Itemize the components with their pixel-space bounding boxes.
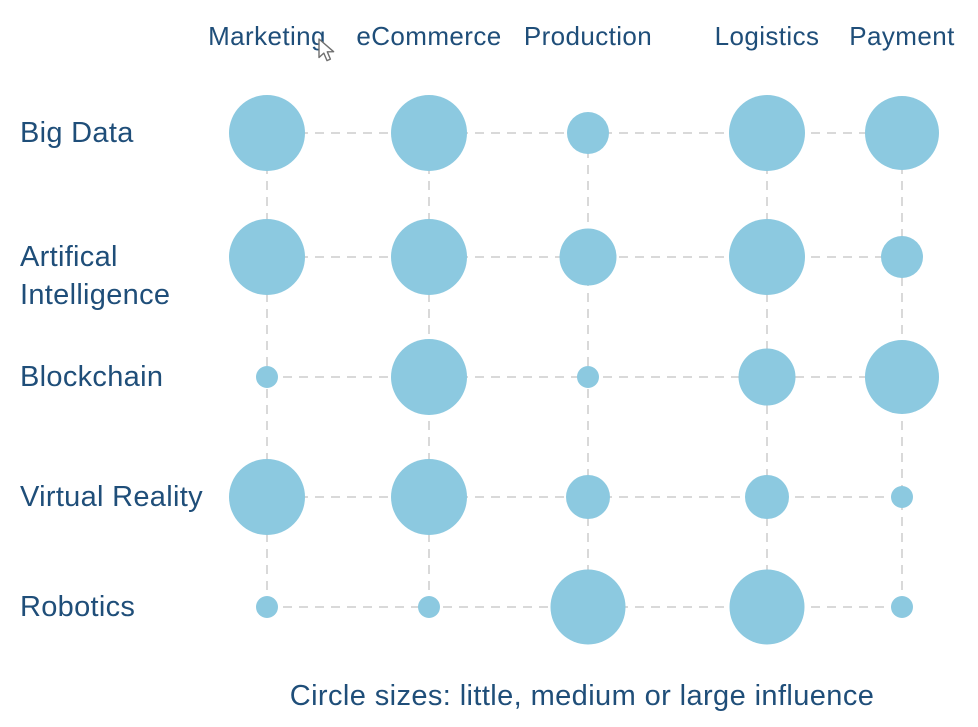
column-header-payment: Payment <box>849 21 955 51</box>
bubble-robotics-logistics <box>729 569 805 645</box>
bubble-artifical-intelligence-ecommerce <box>391 219 467 295</box>
row-label-robotics: Robotics <box>20 591 136 623</box>
bubble-blockchain-logistics <box>738 348 796 406</box>
bubble-robotics-marketing <box>256 596 278 618</box>
row-label-big-data: Big Data <box>20 117 134 149</box>
bubble-big-data-marketing <box>229 95 305 171</box>
bubble-robotics-production <box>550 569 626 645</box>
mouse-cursor-icon <box>316 38 336 62</box>
bubble-big-data-logistics <box>729 95 805 171</box>
row-label-artifical-intelligence: Artifical Intelligence <box>20 241 171 311</box>
arrow-pointer-icon <box>318 38 335 62</box>
bubble-virtual-reality-payment <box>891 486 913 508</box>
bubble-artifical-intelligence-logistics <box>729 219 805 295</box>
bubble-artifical-intelligence-payment <box>881 236 923 278</box>
row-label-virtual-reality: Virtual Reality <box>20 481 203 513</box>
bubble-blockchain-ecommerce <box>391 339 467 415</box>
row-label-blockchain: Blockchain <box>20 361 164 393</box>
bubble-virtual-reality-ecommerce <box>391 459 467 535</box>
bubble-blockchain-payment <box>865 340 939 414</box>
bubble-big-data-production <box>567 112 609 154</box>
bubble-virtual-reality-logistics <box>745 475 789 519</box>
column-header-marketing: Marketing <box>208 21 326 51</box>
bubble-virtual-reality-marketing <box>229 459 305 535</box>
bubble-robotics-payment <box>891 596 913 618</box>
bubble-robotics-ecommerce <box>418 596 440 618</box>
size-legend-caption: Circle sizes: little, medium or large in… <box>289 680 875 712</box>
column-header-ecommerce: eCommerce <box>356 21 502 51</box>
bubble-big-data-ecommerce <box>391 95 467 171</box>
column-header-production: Production <box>523 21 653 51</box>
bubble-big-data-payment <box>865 96 939 170</box>
bubble-blockchain-marketing <box>256 366 278 388</box>
column-header-logistics: Logistics <box>714 21 820 51</box>
bubble-artifical-intelligence-production <box>559 228 617 286</box>
bubble-blockchain-production <box>577 366 599 388</box>
bubble-artifical-intelligence-marketing <box>229 219 305 295</box>
bubble-virtual-reality-production <box>566 475 610 519</box>
